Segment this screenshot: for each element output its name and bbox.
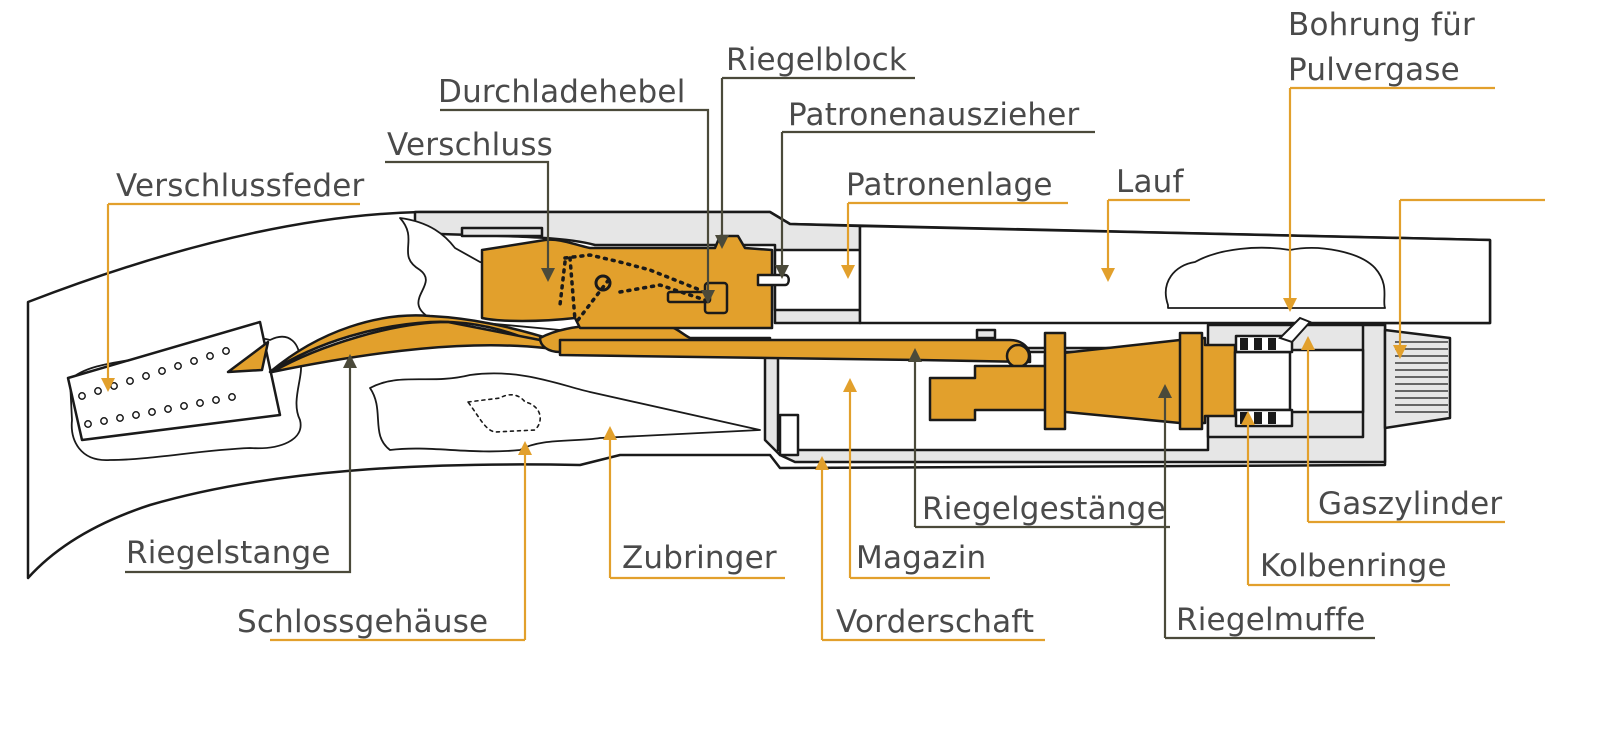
label-bohrung-line2: Pulvergase — [1288, 52, 1460, 88]
label-verschlussfeder: Verschlussfeder — [116, 168, 365, 204]
label-riegelgestaenge: Riegelgestänge — [922, 491, 1166, 527]
arrow-zubringer — [603, 426, 617, 440]
zubringer-outline — [466, 393, 541, 433]
arrow-durchladehebel — [701, 290, 715, 304]
recoil-spring — [78, 347, 236, 428]
arrow-riegelgestaenge — [908, 348, 922, 362]
label-patronenlage: Patronenlage — [846, 167, 1053, 203]
arrow-muzzle-cap — [1393, 345, 1407, 359]
label-lauf: Lauf — [1116, 164, 1185, 200]
gas-port — [1278, 316, 1312, 344]
leader-muzzle-cap — [1398, 198, 1545, 345]
leader-magazin — [848, 392, 990, 580]
leader-patronenauszieher — [780, 130, 1095, 265]
receiver-slot — [460, 226, 544, 238]
bolt — [480, 234, 774, 330]
arrow-riegelblock — [715, 235, 729, 249]
arrow-verschlussfeder — [101, 378, 115, 392]
bolt-pin — [594, 274, 612, 292]
leader-riegelgestaenge — [913, 362, 1170, 529]
arrow-schlossgehaeuse — [518, 441, 532, 455]
arrow-verschluss — [541, 268, 555, 282]
leader-gaszylinder — [1306, 350, 1505, 524]
label-schlossgehaeuse: Schlossgehäuse — [237, 604, 488, 640]
bolt-linkage — [558, 253, 707, 322]
leader-durchladehebel — [440, 108, 710, 290]
label-riegelmuffe: Riegelmuffe — [1176, 602, 1366, 638]
label-riegelblock: Riegelblock — [726, 42, 907, 78]
label-zubringer: Zubringer — [622, 540, 777, 576]
leader-kolbenringe — [1246, 425, 1450, 587]
extractor — [756, 273, 790, 287]
arrow-gaszylinder — [1301, 336, 1315, 350]
label-durchladehebel: Durchladehebel — [438, 74, 686, 110]
arrow-riegelstange — [343, 354, 357, 368]
forend-cap-knurl — [1383, 328, 1452, 430]
label-vorderschaft: Vorderschaft — [836, 604, 1034, 640]
arrow-riegelmuffe — [1158, 384, 1172, 398]
arrow-lauf — [1101, 268, 1115, 282]
label-riegelstange: Riegelstange — [126, 535, 331, 571]
label-magazin: Magazin — [856, 540, 986, 576]
arrow-kolbenringe — [1241, 411, 1255, 425]
leader-riegelstange — [125, 368, 352, 574]
locking-sleeve-ring-2 — [1178, 331, 1204, 431]
gas-piston — [1233, 350, 1292, 412]
action-bar-pivot — [1005, 343, 1031, 369]
leader-bohrung — [1288, 86, 1495, 298]
leader-riegelmuffe — [1163, 398, 1375, 640]
label-kolbenringe: Kolbenringe — [1260, 548, 1447, 584]
riegelgestaenge-cap — [975, 328, 997, 340]
arrow-vorderschaft — [815, 456, 829, 470]
arrow-magazin — [843, 378, 857, 392]
leader-schlossgehaeuse — [270, 455, 527, 642]
leader-riegelblock — [720, 76, 915, 235]
label-bohrung-line1: Bohrung für — [1288, 7, 1475, 43]
leader-lauf — [1106, 198, 1190, 268]
label-gaszylinder: Gaszylinder — [1318, 486, 1502, 522]
magazine-cap — [778, 413, 800, 457]
leader-patronenlage — [846, 201, 1068, 265]
leader-verschlussfeder — [106, 202, 360, 378]
leader-verschluss — [385, 160, 550, 268]
label-verschluss: Verschluss — [387, 127, 553, 163]
spring-plunger-tip — [226, 340, 270, 374]
arrow-patronenlage — [841, 265, 855, 279]
arrow-bohrung — [1283, 298, 1297, 312]
locking-sleeve-ring-1 — [1043, 331, 1067, 431]
lower-cutaway — [369, 372, 761, 453]
arrow-patronenauszieher — [775, 265, 789, 279]
label-patronenauszieher: Patronenauszieher — [788, 97, 1080, 133]
leader-vorderschaft — [820, 470, 1045, 642]
leader-zubringer — [608, 440, 785, 580]
